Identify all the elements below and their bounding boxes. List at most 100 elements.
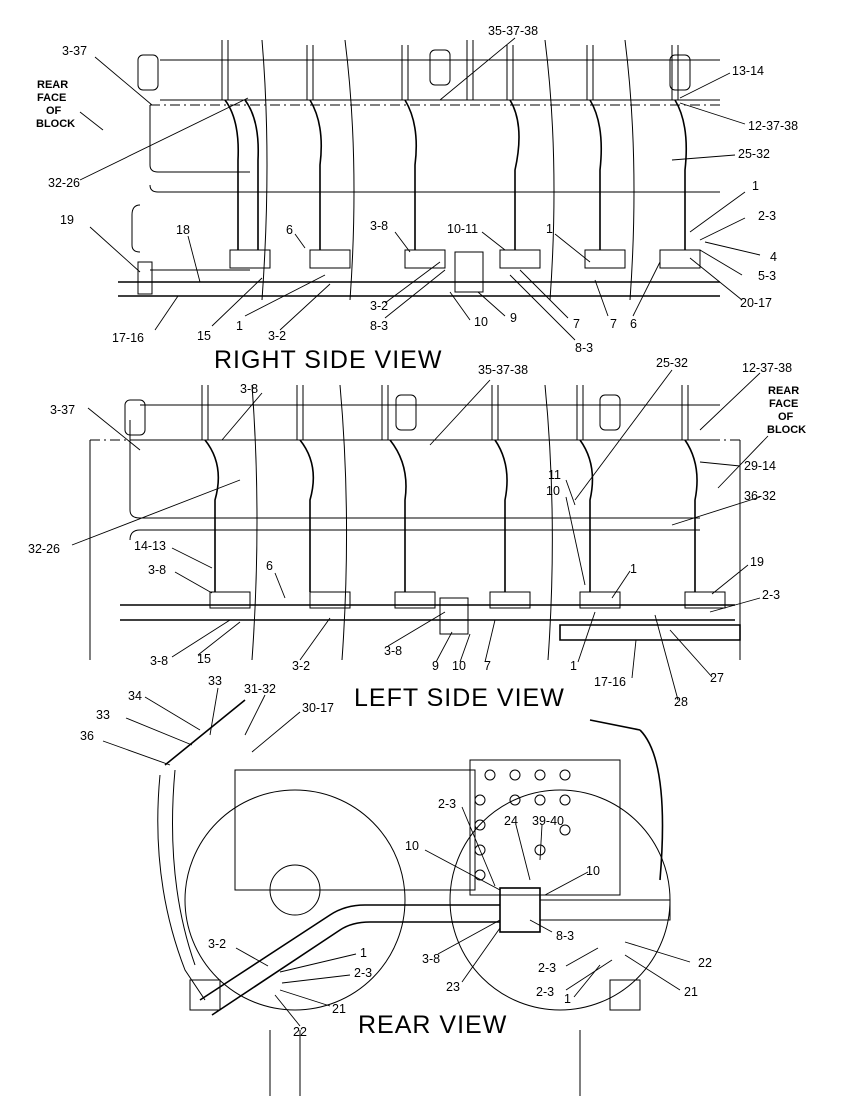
right-injectors: [221, 40, 679, 100]
callout-label: 31-32: [244, 682, 276, 696]
callout-label: 10: [474, 315, 488, 329]
callout-label: 39-40: [532, 814, 564, 828]
callout-label: 12-37-38: [748, 119, 798, 133]
rear-view: 34 33 31-32 33 30-17 36 2-3 24 39-40 10 …: [80, 674, 712, 1096]
callout-label: 10: [405, 839, 419, 853]
callout-label: 36-32: [744, 489, 776, 503]
callout-label: 5-3: [758, 269, 776, 283]
right-rear-face-note: REAR FACE OF BLOCK: [36, 79, 104, 131]
callout-label: 21: [684, 985, 698, 999]
callout-label: 30-17: [302, 701, 334, 715]
callout-label: 8-3: [575, 341, 593, 355]
callout-label: 9: [510, 311, 517, 325]
rear-bolt-pattern: [474, 769, 571, 881]
callout-label: 17-16: [594, 675, 626, 689]
callout-label: 1: [570, 659, 577, 673]
left-rear-face-note: REAR FACE OF BLOCK: [717, 385, 806, 489]
callout-label: 3-8: [150, 654, 168, 668]
callout-label: 3-8: [148, 563, 166, 577]
callout-label: 8-3: [556, 929, 574, 943]
note-line: OF: [46, 105, 62, 117]
callout-label: 6: [286, 223, 293, 237]
callout-label: 6: [630, 317, 637, 331]
note-line: OF: [778, 411, 794, 423]
callout-label: 3-37: [50, 403, 75, 417]
right-tubes: [224, 99, 688, 250]
callout-label: 3-2: [292, 659, 310, 673]
rear-view-title: REAR VIEW: [358, 1011, 507, 1039]
callout-label: 19: [750, 555, 764, 569]
callout-label: 32-26: [28, 542, 60, 556]
callout-label: 24: [504, 814, 518, 828]
callout-label: 28: [674, 695, 688, 709]
callout-label: 3-8: [422, 952, 440, 966]
callout-label: 3-2: [268, 329, 286, 343]
callout-label: 1: [564, 992, 571, 1006]
callout-label: 10: [586, 864, 600, 878]
callout-label: 7: [573, 317, 580, 331]
callout-label: 22: [293, 1025, 307, 1039]
callout-label: 1: [360, 946, 367, 960]
callout-label: 25-32: [656, 356, 688, 370]
left-gallery: [120, 591, 741, 641]
left-tubes: [204, 439, 698, 592]
callout-label: 7: [610, 317, 617, 331]
left-side-view: 3-37 3-8 35-37-38 25-32 12-37-38 29-14 1…: [28, 356, 806, 712]
callout-label: 3-8: [384, 644, 402, 658]
callout-label: 1: [236, 319, 243, 333]
callout-label: 10: [546, 484, 560, 498]
callout-label: 3-8: [240, 382, 258, 396]
callout-label: 17-16: [112, 331, 144, 345]
callout-label: 2-3: [536, 985, 554, 999]
left-labels: 3-37 3-8 35-37-38 25-32 12-37-38 29-14 1…: [28, 356, 792, 709]
rear-leaders: [102, 687, 691, 1027]
callout-label: 29-14: [744, 459, 776, 473]
callout-label: 1: [630, 562, 637, 576]
callout-label: 13-14: [732, 64, 764, 78]
callout-label: 3-8: [370, 219, 388, 233]
callout-label: 25-32: [738, 147, 770, 161]
callout-label: 3-37: [62, 44, 87, 58]
callout-label: 2-3: [538, 961, 556, 975]
left-injectors: [201, 385, 689, 440]
callout-label: 15: [197, 652, 211, 666]
callout-label: 35-37-38: [478, 363, 528, 377]
callout-label: 32-26: [48, 176, 80, 190]
callout-label: 3-2: [370, 299, 388, 313]
callout-label: 27: [710, 671, 724, 685]
callout-label: 2-3: [438, 797, 456, 811]
callout-label: 34: [128, 689, 142, 703]
note-line: REAR: [768, 385, 799, 397]
callout-label: 4: [770, 250, 777, 264]
note-line: FACE: [37, 92, 66, 104]
right-side-view: 3-37 35-37-38 13-14 12-37-38 32-26 25-32…: [36, 24, 798, 374]
callout-label: 9: [432, 659, 439, 673]
callout-label: 19: [60, 213, 74, 227]
callout-label: 18: [176, 223, 190, 237]
callout-label: 22: [698, 956, 712, 970]
callout-label: 1: [546, 222, 553, 236]
callout-label: 11: [548, 468, 561, 482]
callout-label: 7: [484, 659, 491, 673]
right-view-title: RIGHT SIDE VIEW: [214, 346, 442, 374]
callout-label: 35-37-38: [488, 24, 538, 38]
callout-label: 14-13: [134, 539, 166, 553]
callout-label: 8-3: [370, 319, 388, 333]
note-line: BLOCK: [36, 118, 75, 130]
callout-label: 3-2: [208, 937, 226, 951]
callout-label: 23: [446, 980, 460, 994]
right-gallery: [118, 249, 720, 297]
callout-label: 36: [80, 729, 94, 743]
rear-labels: 34 33 31-32 33 30-17 36 2-3 24 39-40 10 …: [80, 674, 712, 1039]
callout-label: 2-3: [354, 966, 372, 980]
callout-label: 10: [452, 659, 466, 673]
note-line: REAR: [37, 79, 68, 91]
note-line: BLOCK: [767, 424, 806, 436]
callout-label: 15: [197, 329, 211, 343]
callout-label: 33: [208, 674, 222, 688]
callout-label: 21: [332, 1002, 346, 1016]
right-heads: [137, 49, 720, 101]
right-leaders: [79, 37, 761, 341]
callout-label: 6: [266, 559, 273, 573]
